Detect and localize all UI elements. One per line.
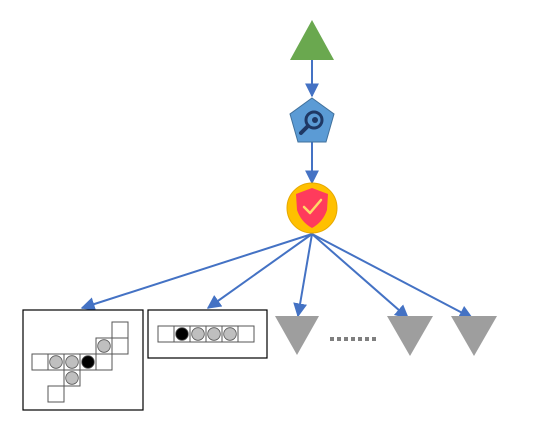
filled-dot [175,327,189,341]
edge-validator-to-leaf-3 [311,233,474,319]
ellipsis-dot [358,337,362,341]
ellipsis-dot [344,337,348,341]
grid-cell [63,353,81,371]
magnifier-icon [299,110,324,135]
grey-dot [191,327,205,341]
leaf-triangle-2 [387,316,433,356]
grey-dot [65,371,79,385]
cross-grid-cells [31,321,129,403]
grid-cell [189,325,207,343]
grid-cell [111,337,129,355]
validator-node [286,182,338,234]
grid-cell [111,321,129,339]
row-grid-cells [157,325,255,343]
grey-dot [97,339,111,353]
grey-dot [65,355,79,369]
grid-cell [205,325,223,343]
cross-grid-box [22,309,144,411]
edge-validator-to-row-grid [206,233,313,309]
leaf-triangle-3 [451,316,497,356]
grid-cell [31,353,49,371]
edge-validator-to-cross-grid [80,233,313,311]
grid-cell [63,369,81,387]
grid-cell [47,353,65,371]
leaf-triangle-1 [275,316,319,355]
ellipsis-dot [330,337,334,341]
ellipsis-dot [351,337,355,341]
grid-cell [95,337,113,355]
filled-dot [81,355,95,369]
grid-cell [95,353,113,371]
ellipsis-dot [372,337,376,341]
grey-dot [223,327,237,341]
root-triangle-node [290,20,334,60]
grid-cell [173,325,191,343]
grid-cell [47,385,65,403]
row-grid-box [147,309,268,359]
grey-dot [49,355,63,369]
grid-cell [221,325,239,343]
grid-cell [237,325,255,343]
grid-cell [157,325,175,343]
edge-validator-to-leaf-2 [311,233,410,319]
grid-cell [79,353,97,371]
ellipsis-dot [337,337,341,341]
ellipsis-dot [365,337,369,341]
ellipsis-dots [330,337,376,341]
grey-dot [207,327,221,341]
inspector-node [289,97,335,143]
shield-check-icon [296,188,328,228]
edge-validator-to-leaf-1 [293,233,313,318]
